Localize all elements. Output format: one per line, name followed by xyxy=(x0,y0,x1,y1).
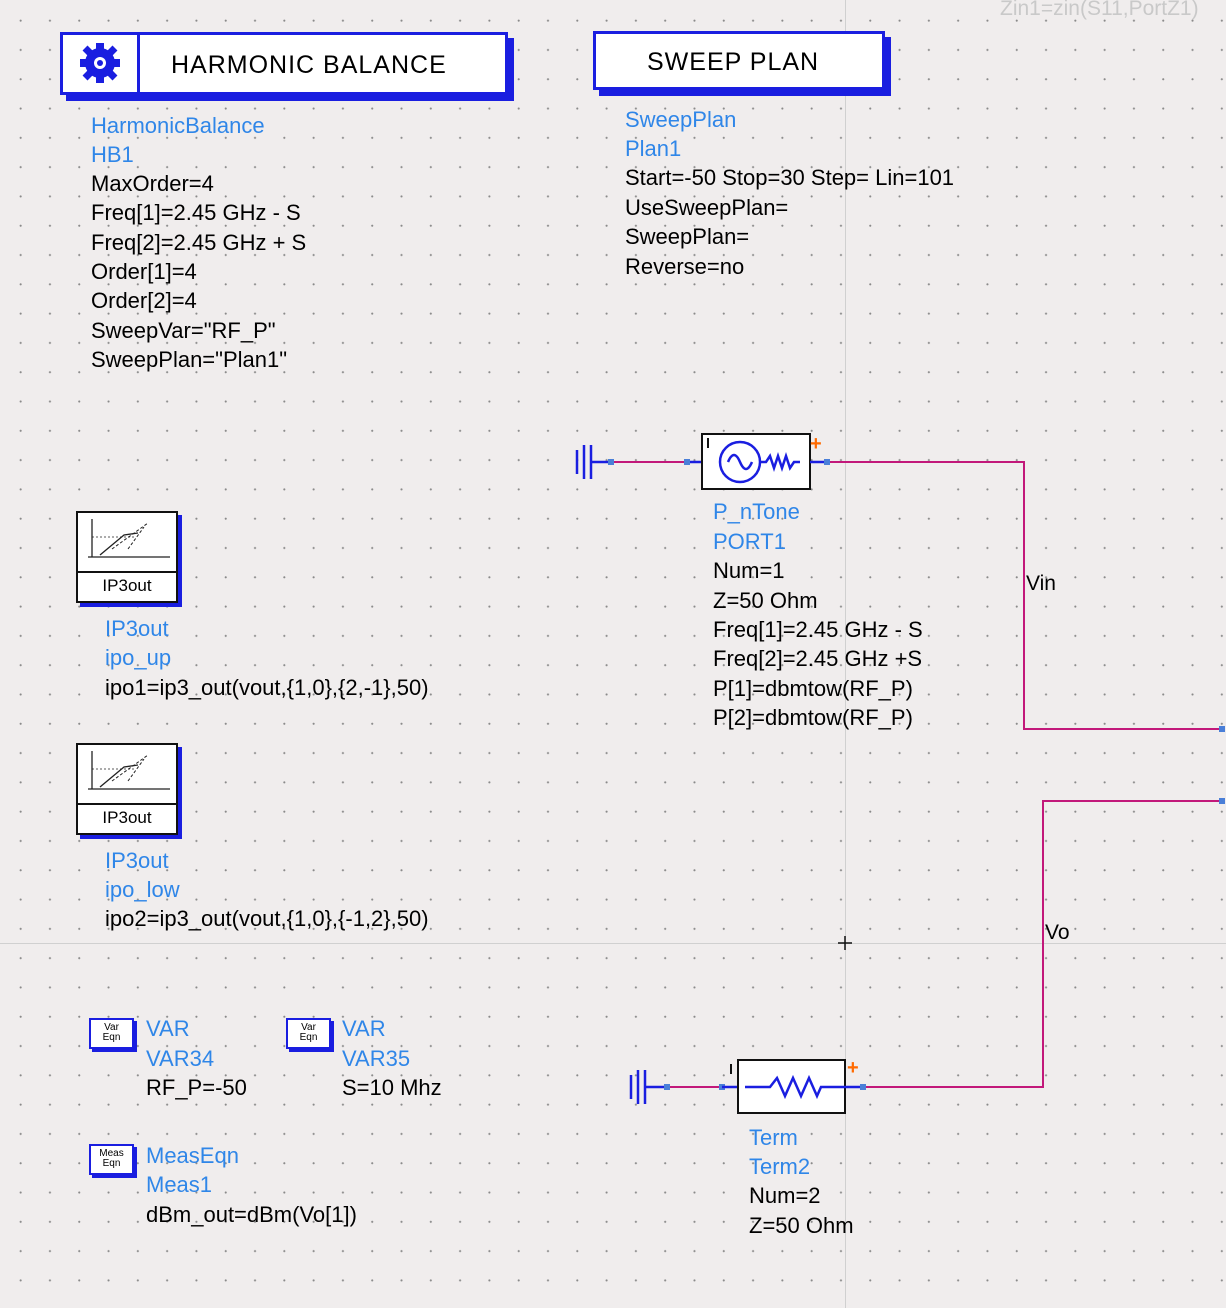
term2-plus-pin: + xyxy=(847,1057,859,1079)
meas-eqn-tag-line1: Meas xyxy=(99,1148,124,1159)
sweep-plan-controller[interactable]: SWEEP PLAN xyxy=(593,31,885,90)
sweep-plan-param: Reverse=no xyxy=(625,254,745,279)
ip3-plot-icon xyxy=(88,751,170,790)
port1-param: Z=50 Ohm xyxy=(713,588,818,613)
ip3out-icon-label: IP3out xyxy=(78,571,176,601)
var-eqn-icon[interactable]: Var Eqn xyxy=(286,1018,331,1049)
port1-param: Num=1 xyxy=(713,558,785,583)
var-eqn-tag-line2: Eqn xyxy=(299,1032,318,1043)
term2-type: Term xyxy=(749,1125,798,1150)
harmonic-balance-title: HARMONIC BALANCE xyxy=(171,51,447,79)
ground-symbol[interactable] xyxy=(629,1070,668,1104)
vertical-guide-line xyxy=(845,0,846,1308)
ip3out-up-name: ipo_up xyxy=(105,645,172,670)
var34-expr: RF_P=-50 xyxy=(146,1075,247,1100)
ip3out-up-type: IP3out xyxy=(105,616,169,641)
hb-instance-name: HB1 xyxy=(91,142,134,167)
port1-param: P[2]=dbmtow(RF_P) xyxy=(713,705,913,730)
var-eqn-icon[interactable]: Var Eqn xyxy=(89,1018,134,1049)
ip3out-up-component[interactable]: IP3out xyxy=(76,511,178,603)
hb-type-label: HarmonicBalance xyxy=(91,113,265,138)
term2-name: Term2 xyxy=(749,1154,811,1179)
corner-equation-text: Zin1=zin(S11,PortZ1) xyxy=(1000,0,1199,20)
var35-name: VAR35 xyxy=(342,1046,411,1071)
ip3out-icon-label: IP3out xyxy=(78,803,176,833)
meas-eqn-name: Meas1 xyxy=(146,1172,213,1197)
var34-type: VAR xyxy=(146,1016,190,1041)
ip3out-low-name: ipo_low xyxy=(105,877,180,902)
port1-plus-pin: + xyxy=(810,433,822,455)
sweep-plan-title: SWEEP PLAN xyxy=(647,48,820,76)
ip3-plot-icon xyxy=(88,519,170,558)
wire-label-vin: Vin xyxy=(1026,572,1056,595)
hb-param: Freq[1]=2.45 GHz - S xyxy=(91,200,301,225)
cursor-crosshair xyxy=(838,936,852,950)
wire-vin[interactable] xyxy=(830,461,1222,730)
harmonic-balance-controller[interactable]: HARMONIC BALANCE xyxy=(60,32,508,95)
var34-name: VAR34 xyxy=(146,1046,215,1071)
port1-param: P[1]=dbmtow(RF_P) xyxy=(713,676,913,701)
term2-param: Num=2 xyxy=(749,1183,821,1208)
gear-cluster-icon xyxy=(63,35,140,92)
wire-vo[interactable] xyxy=(866,800,1222,1088)
sweep-plan-type-label: SweepPlan xyxy=(625,107,737,132)
term2-param: Z=50 Ohm xyxy=(749,1213,854,1238)
var35-type: VAR xyxy=(342,1016,386,1041)
hb-param: Freq[2]=2.45 GHz + S xyxy=(91,230,307,255)
var35-expr: S=10 Mhz xyxy=(342,1075,442,1100)
var-eqn-tag-line2: Eqn xyxy=(102,1032,121,1043)
hb-param: SweepPlan="Plan1" xyxy=(91,347,288,372)
meas-eqn-type: MeasEqn xyxy=(146,1143,239,1168)
meas-eqn-icon[interactable]: Meas Eqn xyxy=(89,1144,134,1175)
hb-param: Order[1]=4 xyxy=(91,259,197,284)
port1-param: Freq[2]=2.45 GHz +S xyxy=(713,646,923,671)
term2-resistor-symbol[interactable] xyxy=(722,1059,866,1114)
ip3out-low-component[interactable]: IP3out xyxy=(76,743,178,835)
sweep-plan-param: SweepPlan= xyxy=(625,224,750,249)
hb-param: Order[2]=4 xyxy=(91,288,197,313)
port1-source-symbol[interactable] xyxy=(701,433,830,490)
meas-eqn-tag-line2: Eqn xyxy=(102,1158,121,1169)
port1-type: P_nTone xyxy=(713,499,800,524)
sweep-plan-instance-name: Plan1 xyxy=(625,136,682,161)
hb-param: SweepVar="RF_P" xyxy=(91,318,276,343)
horizontal-guide-line xyxy=(0,943,1226,944)
wire-label-vo: Vo xyxy=(1045,921,1070,944)
meas-eqn-expr: dBm_out=dBm(Vo[1]) xyxy=(146,1202,357,1227)
var-eqn-tag-line1: Var xyxy=(104,1022,119,1033)
ground-symbol[interactable] xyxy=(575,445,612,479)
ip3out-low-type: IP3out xyxy=(105,848,169,873)
ip3out-low-expr: ipo2=ip3_out(vout,{1,0},{-1,2},50) xyxy=(105,906,429,931)
port1-name: PORT1 xyxy=(713,529,786,554)
sweep-plan-param: UseSweepPlan= xyxy=(625,195,789,220)
var-eqn-tag-line1: Var xyxy=(301,1022,316,1033)
port1-param: Freq[1]=2.45 GHz - S xyxy=(713,617,923,642)
hb-param: MaxOrder=4 xyxy=(91,171,214,196)
ip3out-up-expr: ipo1=ip3_out(vout,{1,0},{2,-1},50) xyxy=(105,675,429,700)
sweep-plan-param: Start=-50 Stop=30 Step= Lin=101 xyxy=(625,165,955,190)
